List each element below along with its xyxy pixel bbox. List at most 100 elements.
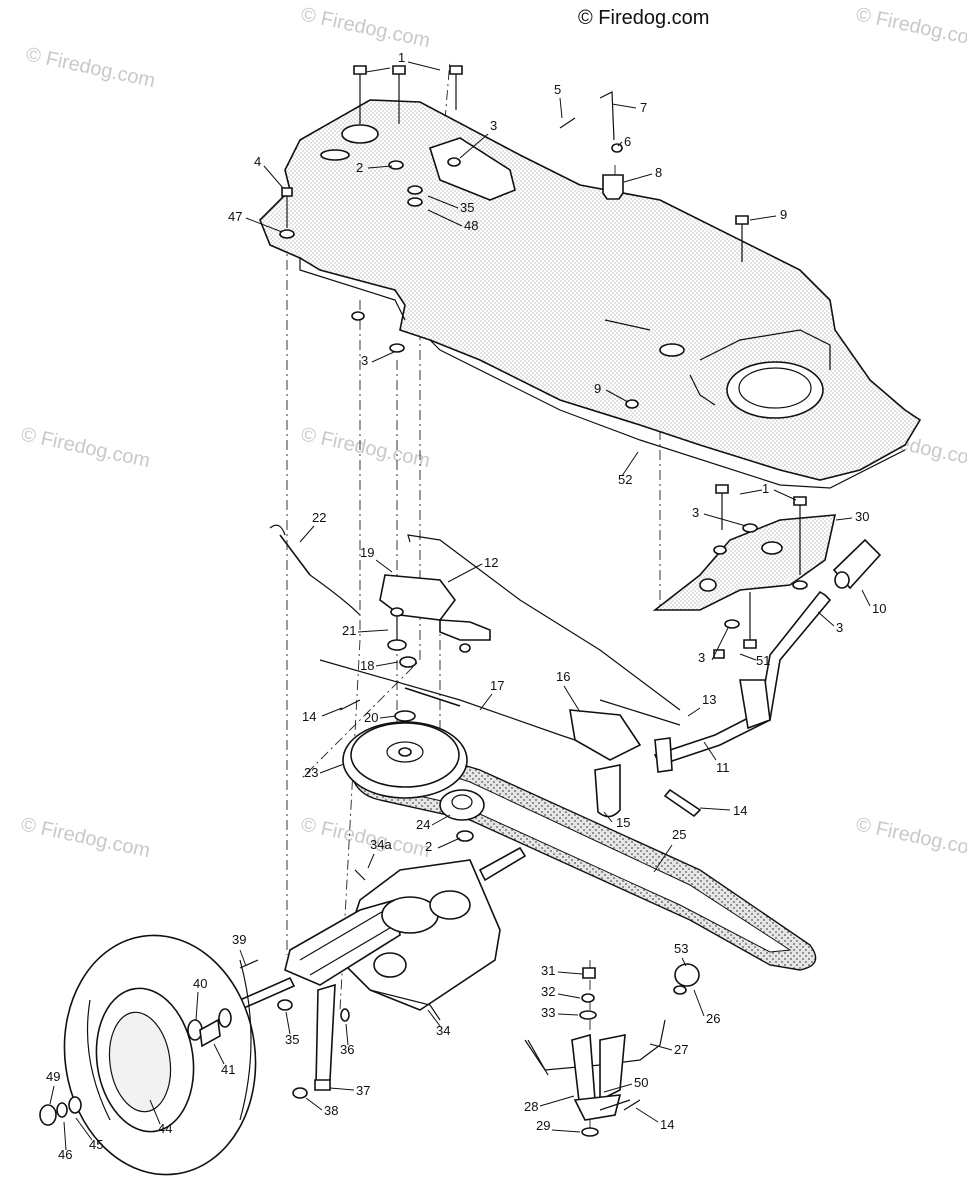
callout-36: 36 bbox=[340, 1042, 354, 1057]
callout-41: 41 bbox=[221, 1062, 235, 1077]
pulleys bbox=[342, 721, 485, 842]
lever-assembly bbox=[594, 590, 832, 818]
callout-leader bbox=[739, 653, 757, 661]
callout-15: 15 bbox=[616, 815, 630, 830]
callout-3: 3 bbox=[490, 118, 497, 133]
watermark-text: © Firedog.com bbox=[299, 423, 432, 472]
callout-34a: 34a bbox=[370, 837, 392, 852]
callout-leader bbox=[557, 1013, 579, 1016]
callout-leader bbox=[213, 1043, 225, 1065]
callout-17: 17 bbox=[490, 678, 504, 693]
rear-wheel bbox=[39, 934, 259, 1176]
callout-leader bbox=[431, 814, 451, 826]
callout-35: 35 bbox=[285, 1032, 299, 1047]
callout-3: 3 bbox=[692, 505, 699, 520]
callout-2: 2 bbox=[425, 839, 432, 854]
callout-leader bbox=[49, 1085, 55, 1105]
callout-leader bbox=[649, 1043, 673, 1051]
callout-leader bbox=[375, 559, 393, 573]
callout-leader bbox=[635, 1107, 659, 1123]
callout-leader bbox=[703, 513, 747, 527]
callout-48: 48 bbox=[464, 218, 478, 233]
callout-leader bbox=[861, 589, 871, 607]
callout-leader bbox=[285, 1011, 291, 1035]
callout-leader bbox=[681, 957, 687, 967]
callout-35: 35 bbox=[460, 200, 474, 215]
top-fasteners bbox=[279, 65, 749, 409]
callout-leader bbox=[739, 489, 763, 495]
callout-37: 37 bbox=[356, 1083, 370, 1098]
callout-leader bbox=[299, 525, 315, 543]
watermark-text: © Firedog.com bbox=[299, 813, 432, 862]
callout-leader bbox=[551, 1129, 581, 1133]
callout-14: 14 bbox=[302, 709, 316, 724]
callout-leader bbox=[703, 741, 717, 761]
callout-27: 27 bbox=[674, 1042, 688, 1057]
callout-26: 26 bbox=[706, 1011, 720, 1026]
callout-leader bbox=[321, 707, 343, 717]
callout-leader bbox=[479, 693, 493, 711]
callout-leader bbox=[149, 1099, 161, 1125]
callout-leader bbox=[263, 165, 284, 189]
bracket-assembly bbox=[652, 484, 882, 659]
callout-1: 1 bbox=[762, 481, 769, 496]
callout-28: 28 bbox=[524, 1099, 538, 1114]
callout-leader bbox=[459, 133, 489, 159]
callout-52: 52 bbox=[618, 472, 632, 487]
callout-32: 32 bbox=[541, 984, 555, 999]
callout-leader bbox=[603, 811, 613, 823]
callout-16: 16 bbox=[556, 669, 570, 684]
callout-leader bbox=[699, 807, 731, 811]
callout-47: 47 bbox=[228, 209, 242, 224]
callout-leader bbox=[371, 351, 395, 363]
callout-leader bbox=[305, 1097, 323, 1111]
callout-leader bbox=[687, 707, 701, 717]
callout-7: 7 bbox=[640, 100, 647, 115]
callout-4: 4 bbox=[254, 154, 261, 169]
callout-23: 23 bbox=[304, 765, 318, 780]
watermark-text: © Firedog.com bbox=[854, 813, 967, 862]
callout-3: 3 bbox=[698, 650, 705, 665]
callout-leader bbox=[427, 195, 459, 209]
callout-leader bbox=[345, 1023, 349, 1046]
watermark-text: © Firedog.com bbox=[19, 813, 152, 862]
callout-leader bbox=[563, 685, 581, 713]
callout-leader bbox=[379, 715, 397, 719]
callout-11: 11 bbox=[716, 760, 730, 775]
callout-21: 21 bbox=[342, 623, 356, 638]
idler-bracket bbox=[379, 534, 681, 711]
callout-50: 50 bbox=[634, 1075, 648, 1090]
callout-3: 3 bbox=[361, 353, 368, 368]
callout-34: 34 bbox=[436, 1023, 450, 1038]
callout-19: 19 bbox=[360, 545, 374, 560]
callout-leader bbox=[357, 629, 389, 633]
callout-leader bbox=[621, 451, 639, 477]
callout-2: 2 bbox=[356, 160, 363, 175]
callout-40: 40 bbox=[193, 976, 207, 991]
watermark-text: © Firedog.com bbox=[854, 3, 967, 52]
callout-leader bbox=[63, 1121, 67, 1151]
callout-46: 46 bbox=[58, 1147, 72, 1162]
watermark-text: © Firedog.com bbox=[299, 3, 432, 52]
callout-leader bbox=[817, 611, 835, 627]
callout-13: 13 bbox=[702, 692, 716, 707]
callout-10: 10 bbox=[872, 601, 886, 616]
callout-leader bbox=[195, 991, 199, 1021]
callout-layer: 1234567899101112131414141516171819202122… bbox=[46, 50, 886, 1162]
callout-leader bbox=[367, 853, 375, 869]
callout-leader bbox=[329, 1087, 355, 1091]
callout-44: 44 bbox=[158, 1121, 172, 1136]
callout-leader bbox=[447, 563, 483, 583]
callout-leader bbox=[437, 837, 461, 849]
callout-leader bbox=[617, 141, 623, 147]
callout-leader bbox=[623, 173, 653, 183]
callout-14: 14 bbox=[660, 1117, 674, 1132]
callout-1: 1 bbox=[398, 50, 405, 65]
callout-6: 6 bbox=[624, 134, 631, 149]
callout-12: 12 bbox=[484, 555, 498, 570]
callout-leader bbox=[835, 517, 853, 521]
callout-leader bbox=[749, 215, 777, 221]
copyright-text: © Firedog.com bbox=[578, 7, 709, 29]
watermark-text: © Firedog.com bbox=[24, 43, 157, 92]
